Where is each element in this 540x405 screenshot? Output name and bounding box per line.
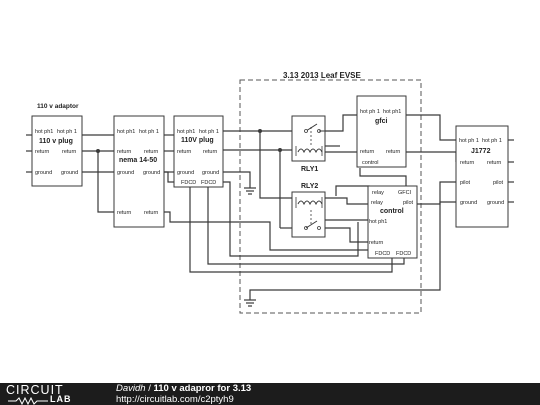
pin-ret-l: return <box>117 149 131 155</box>
pin-gfci: GFCI <box>398 190 412 196</box>
pin-ret2-r: return <box>144 210 158 216</box>
pin-ret-r: return <box>62 149 76 155</box>
logo-resistor-icon <box>8 397 48 405</box>
pin-hot2: hot ph 1 <box>57 129 77 135</box>
pin-hot2: hot ph1 <box>383 109 401 115</box>
pin-relay1: relay <box>372 190 384 196</box>
pin-ret-r: return <box>386 149 400 155</box>
pin-gnd-l: ground <box>35 170 52 176</box>
pin-fdcd2: FDCD <box>396 251 411 257</box>
block-title: gfci <box>375 118 388 125</box>
pin-hot2: hot ph 1 <box>482 138 502 144</box>
pin-hot1: hot ph 1 <box>459 138 479 144</box>
pin-hot1: hot ph1 <box>35 129 53 135</box>
pin-ret-r: return <box>487 160 501 166</box>
pin-hot1: hot ph 1 <box>360 109 380 115</box>
circuitlab-logo[interactable]: CIRCUIT LAB <box>6 383 96 405</box>
leaf-evse-label: 3.13 2013 Leaf EVSE <box>283 71 361 80</box>
wires <box>26 114 514 307</box>
relay-rly1: RLY1 <box>291 115 326 173</box>
block-title: nema 14-50 <box>119 157 157 164</box>
caption-separator: / <box>148 383 151 394</box>
nema-14-50-block: hot ph1 hot ph 1 return return nema 14-5… <box>113 115 165 228</box>
circuit-caption: Davidh / 110 v adapror for 3.13 <box>116 384 251 394</box>
relay-rly2: RLY2 <box>291 183 326 238</box>
block-title: J1772 <box>471 148 491 155</box>
pin-ret-l: return <box>35 149 49 155</box>
pin-ret2-l: return <box>117 210 131 216</box>
control-block: relay GFCI relay pilot control hot ph1 r… <box>367 185 418 259</box>
pin-hot2: hot ph 1 <box>199 129 219 135</box>
pin-ret-l: return <box>360 149 374 155</box>
pin-ret-r: return <box>203 149 217 155</box>
pin-gnd-l: ground <box>177 170 194 176</box>
pin-ret: return <box>369 240 383 246</box>
pin-fdcd1: FDCD <box>375 251 390 257</box>
adaptor-label: 110 v adaptor <box>37 103 79 110</box>
pin-hot1: hot ph1 <box>177 129 195 135</box>
block-title: 110V plug <box>181 137 214 144</box>
relay-label: RLY2 <box>301 183 318 190</box>
pin-hot1: hot ph1 <box>117 129 135 135</box>
schematic: 110 v adaptor hot ph1 hot ph 1 110 v plu… <box>26 71 514 314</box>
pin-gnd-r: ground <box>487 200 504 206</box>
block-title: control <box>380 208 404 215</box>
pin-gnd-l: ground <box>117 170 134 176</box>
author-link[interactable]: Davidh <box>116 383 146 394</box>
block-title: 110 v plug <box>39 138 73 145</box>
circuit-title[interactable]: 110 v adapror for 3.13 <box>153 383 252 394</box>
pin-gnd-r: ground <box>202 170 219 176</box>
pin-relay2: relay <box>371 200 383 206</box>
circuit-url[interactable]: http://circuitlab.com/c2ptyh9 <box>116 394 234 405</box>
pin-fdcd1: FDCD <box>181 180 196 186</box>
pin-ret-l: return <box>460 160 474 166</box>
plug-110V-block: hot ph1 hot ph 1 110V plug return return… <box>173 115 224 188</box>
pin-gnd-r: ground <box>61 170 78 176</box>
pin-pilot-l: pilot <box>460 180 471 186</box>
pin-hot2: hot ph 1 <box>139 129 159 135</box>
logo-circuit-text: CIRCUIT <box>6 383 64 397</box>
pin-fdcd2: FDCD <box>201 180 216 186</box>
footer-bar: CIRCUIT LAB Davidh / 110 v adapror for 3… <box>0 383 540 405</box>
j1772-block: hot ph 1 hot ph 1 J1772 return return pi… <box>455 125 509 228</box>
plug-110v-block: 110 v adaptor hot ph1 hot ph 1 110 v plu… <box>31 103 83 187</box>
gfci-block: hot ph 1 hot ph1 gfci return return cont… <box>356 95 407 168</box>
relay-label: RLY1 <box>301 166 318 173</box>
pin-pilot: pilot <box>403 200 414 206</box>
leaf-evse-enclosure <box>239 79 422 314</box>
pin-gnd-r: ground <box>143 170 160 176</box>
pin-hot: hot ph1 <box>369 219 387 225</box>
pin-ret-r: return <box>144 149 158 155</box>
pin-control: control <box>362 160 379 166</box>
pin-ret-l: return <box>177 149 191 155</box>
pin-gnd-l: ground <box>460 200 477 206</box>
pin-pilot-r: pilot <box>493 180 504 186</box>
logo-lab-text: LAB <box>50 394 72 404</box>
